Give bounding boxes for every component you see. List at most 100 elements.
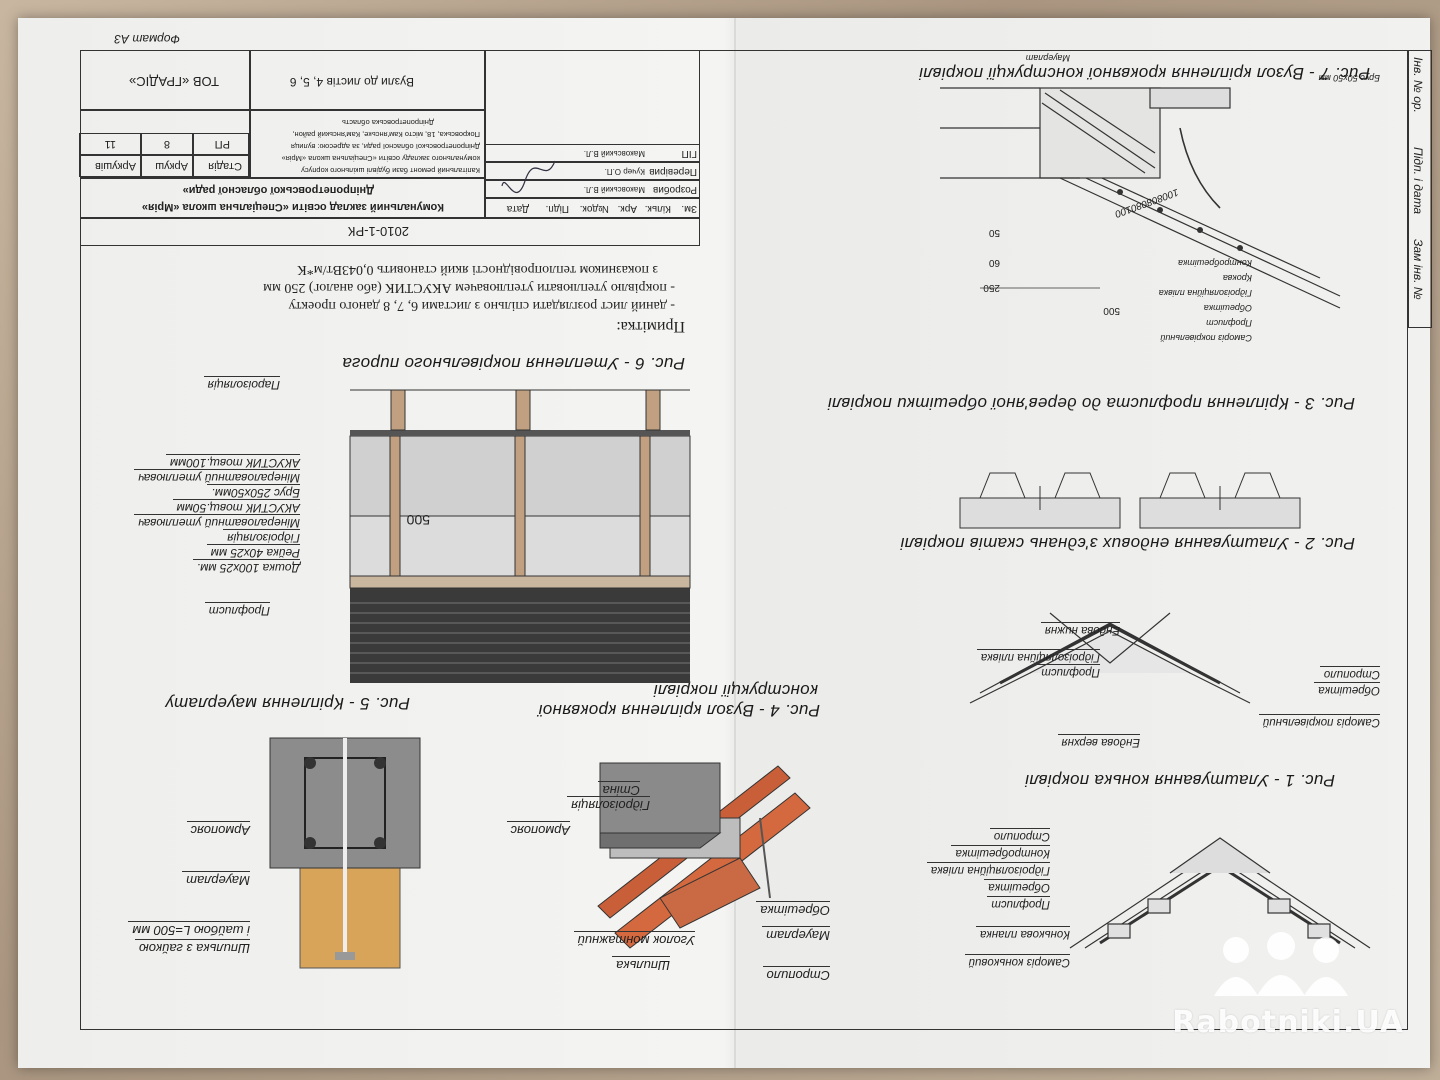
tb-desc-4: Покровська, 18, місто Кам'янське, Кам'ян… [292,130,480,139]
fig4-label-corner: Уголок монтажний [573,931,695,948]
fig2-title: Рис. 2 - Улаштування ендових з'єднань ск… [900,534,1355,553]
tb-desc-2: комунального закладу освіти «Спеціальна … [281,154,480,163]
fig7-label-batten: Обрешітка [1203,303,1252,313]
fig2-label-film: Гідроізоляційна плівка [976,649,1100,663]
fig7-dim-60: 60 [988,257,1000,268]
tb-stage-cell: РП [193,133,249,155]
tb-sheets-cell: 11 [79,133,141,155]
tb-stage-h: Стадія [208,160,242,172]
fig1-label-counter-batten: Контробрешітка [951,845,1050,859]
fig6-title: Рис. 6 - Утеплення покрівельного пирога [342,354,685,373]
fig7-label-film: Гідроізоляційна плівка [1158,288,1252,298]
fig7-title: Рис. 7 - Вузол кріплення кроквяної конст… [918,64,1370,83]
tb-org-line-1: Комунальний заклад освіти «Спеціальна шк… [141,201,444,213]
tb-name-gip: Маковський В.Л. [583,149,645,158]
tb-stage-h-cell: Стадія [193,155,249,177]
side-sign-label: Підп. і дата [1411,147,1425,215]
fig4-label-waterproof: Гідроізоляція [567,796,650,813]
fig2-drawing [969,612,1251,704]
fig1-label-batten: Обрешітка [984,879,1050,893]
tb-stage: РП [214,138,230,150]
fig1-title: Рис. 1 - Улаштування конька покрівлі [1024,771,1335,790]
fig4-label-stud: Шпилька [612,956,670,973]
fig2-label-batten: Обрешітка [1314,682,1380,696]
fig6-label-profile: Профлист [204,602,270,618]
tb-col-date: Дата [506,203,529,214]
fig3-title: Рис. 3 - Кріплення профлиста до дерев'ян… [827,394,1355,413]
fig4-label-batten: Обрешітка [756,901,830,918]
tb-desc-1: Капітальний ремонт бази будівлі шкільног… [301,166,480,175]
sheet-format: Формат А3 [114,32,180,46]
tb-sheets-h-cell: Аркушів [79,155,141,177]
fig6-label-akustik-100: АКУСТИК товщ.100мм [165,454,300,470]
fig4-label-mauerlat: Мауерлат [762,926,830,943]
signature [501,160,556,194]
fig5-label-stud-2: і шайбою L=500 мм [128,921,250,938]
tb-sheet-cell: 8 [141,133,193,155]
tb-sheet: 8 [163,138,170,150]
note-heading: Примітка: [616,318,685,335]
fig4-label-belt: Армопояс [506,821,570,838]
fig6-label-vapor: Пароізоляція [203,376,280,392]
tb-sheets: 11 [104,138,116,150]
tb-role-developer: Розробив [652,184,697,195]
tb-code: 2010-1-РК [347,224,409,239]
tb-role-gip: ГІП [681,148,697,159]
side-stamp: Зам інв. № Підп. і дата Інв. № ор. [1408,50,1432,328]
fig7-label-mauerlat: Мауерлат [1025,53,1070,63]
fig6-label-mineral-2: Мінераловатний утеплювач [134,469,300,485]
tb-sheet-name: Вузли до листів 4, 5, 6 [289,75,414,89]
note-line-2: - покрівлю утеплювати утеплювачем АКУСТИ… [263,280,675,295]
fig1-label-screw: Саморіз коньковий [964,954,1070,968]
fig6-label-board: Дошка 100х25 мм. [192,559,300,575]
fig7-dim-50: 50 [988,227,1000,238]
tb-col-change: Зм. [681,203,697,214]
tb-col-sign: Підп. [545,203,569,214]
title-block: 2010-1-РК Зм. Кільк. Арк. №док. Підп. Да… [79,50,700,246]
tb-sheets-h: Аркушів [94,160,136,172]
fig6-label-mineral-1: Мінераловатний утеплювач [134,514,300,530]
fig4-title-line2: конструкції покрівлі [653,681,818,700]
fig7-label-counter-batten: Контробрешітка [1178,258,1252,268]
fig6-drawing [349,389,691,683]
fig4-title-line1: Рис. 4 - Вузол кріплення кроквяної [538,701,820,720]
fig2-label-profile: Профлист [1037,664,1100,678]
tb-sheetname-cell: Вузли до листів 4, 5, 6 [250,50,485,110]
fig1-label-rafter: Стропило [989,828,1050,842]
fig5-label-mauerlat: Мауерлат [182,871,250,888]
fig6-label-rail: Рейка 40х25 мм [206,544,300,560]
fig6-label-waterproof: Гідроізоляція [223,529,300,545]
tb-col-doc: №док. [579,203,609,214]
tb-stage-block: Стадія Аркуш Аркушів РП 8 11 [79,110,250,178]
watermark-text: Rabotniki.UA [1172,1005,1404,1040]
fig4-label-rafter: Стропило [762,966,830,983]
fig2-label-valley-bottom: Ендова нижня [1040,622,1120,636]
fig7-drawing [940,87,1341,309]
tb-code-cell: 2010-1-РК [80,218,700,246]
fig2-label-rafter: Стропило [1319,666,1380,680]
fig7-label-profile: Профлист [1206,318,1252,328]
fig6-label-akustik-50: АКУСТИК товщ.50мм [172,499,300,515]
fig3-drawing [959,472,1301,529]
note-line-1: - даний лист розглядати спільно з листам… [288,298,675,313]
fig7-label-screw: Саморіз покрівельний [1160,333,1252,343]
fig5-label-stud: Шпилька з гайкою [134,939,250,956]
fig6-label-beam: Брус 250х50мм. [207,484,300,500]
fig5-mauerlat [299,867,401,969]
tb-name-checker: Кучер О.П. [604,167,645,176]
fig1-drawing [1069,837,1371,949]
tb-sheet-h-cell: Аркуш [141,155,193,177]
fig7-dim-500: 500 [1103,305,1120,316]
fig4-drawing [597,762,811,949]
tb-company: ТОВ «ГРАДІС» [129,74,219,89]
side-inv-label: Інв. № ор. [1411,57,1425,113]
fig5-drawing [269,737,421,969]
tb-org-cell: Комунальний заклад освіти «Спеціальна шк… [80,178,485,218]
fig4-label-wall: Стіна [598,781,640,798]
fig2-label-screw: Саморіз покрівельний [1258,714,1380,728]
tb-company-cell: ТОВ «ГРАДІС» [80,50,250,110]
tb-name-developer: Маковський В.Л. [583,185,645,194]
fig7-label-rafter: Кроква [1222,273,1252,283]
drawing-sheet-rotated: Зам інв. № Підп. і дата Інв. № ор. [18,18,1432,1068]
fig6-dimension: 500 [406,512,430,528]
